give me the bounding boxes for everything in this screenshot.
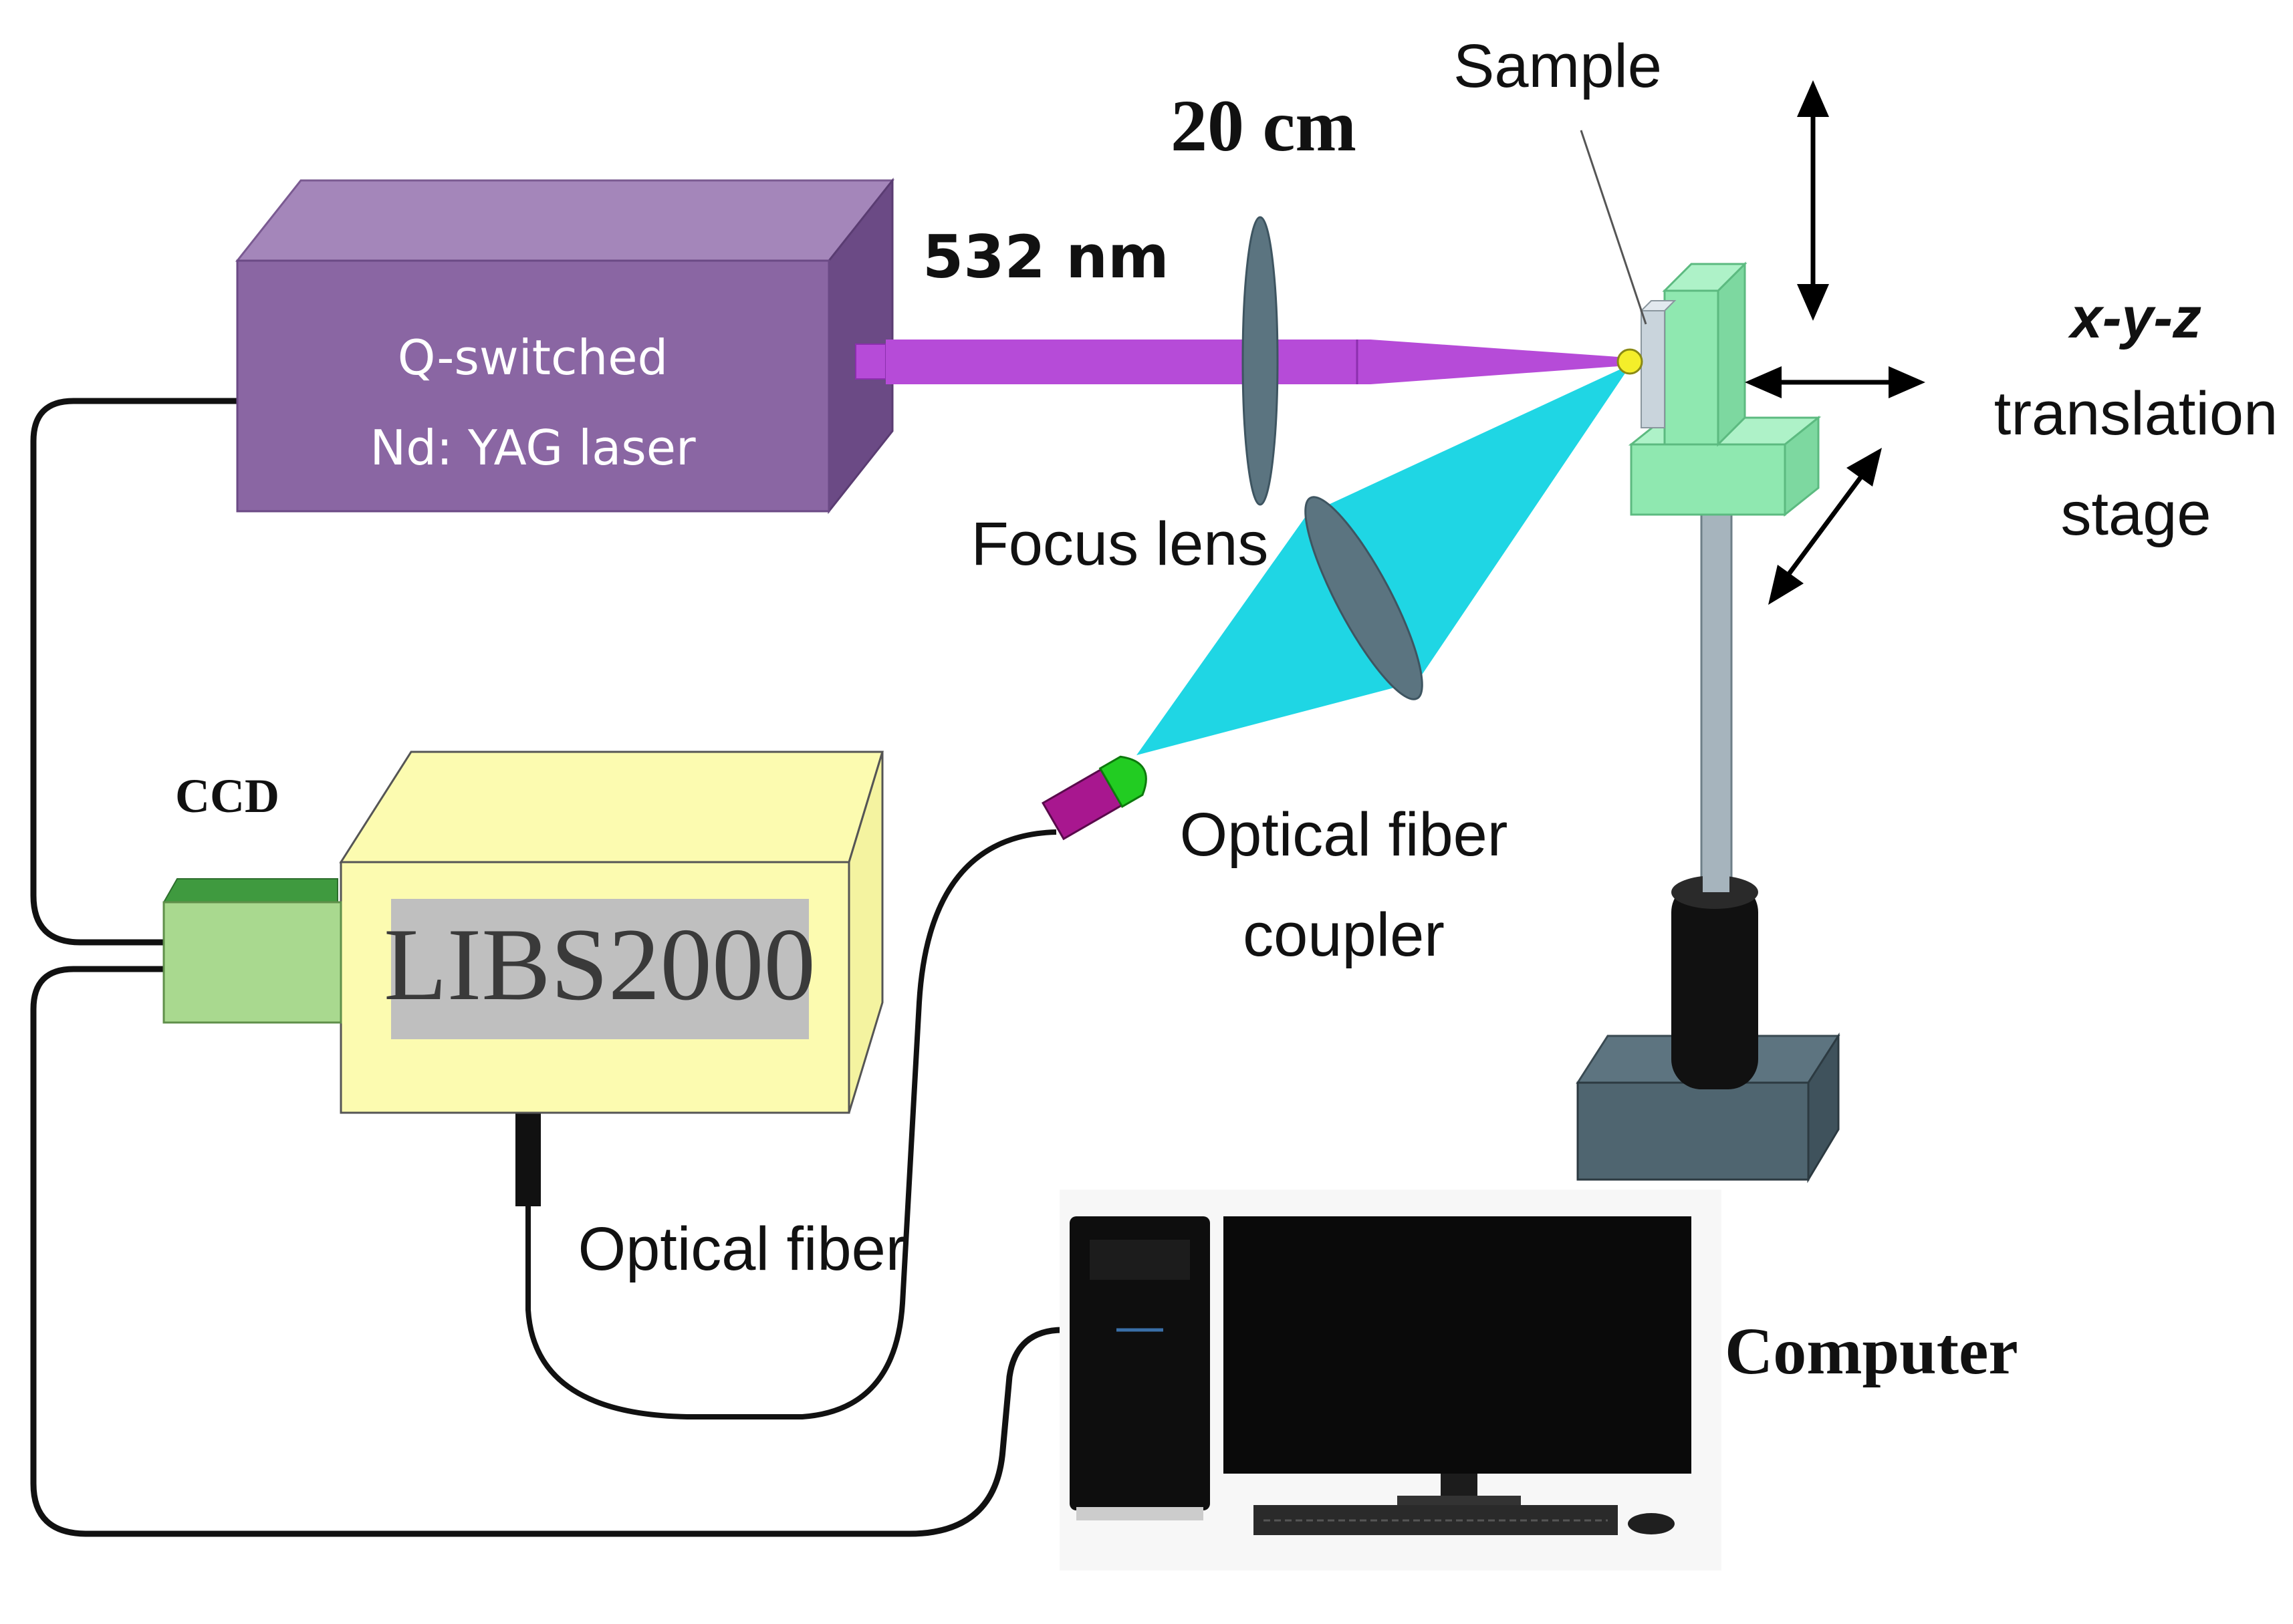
sample-label: Sample bbox=[1453, 32, 1662, 100]
stage-upright-side bbox=[1717, 261, 1746, 447]
nd-yag-laser: Q-switched Nd: YAG laser bbox=[235, 177, 895, 515]
stage-post bbox=[1700, 503, 1733, 920]
mouse bbox=[1628, 1513, 1675, 1534]
computer-label: Computer bbox=[1725, 1314, 2018, 1388]
distance-label: 20 cm bbox=[1171, 85, 1356, 166]
computer-tower bbox=[1070, 1216, 1210, 1510]
tower-drive-bay bbox=[1090, 1240, 1190, 1280]
stage-label-line3: stage bbox=[2060, 480, 2211, 548]
laser-ccd-cable bbox=[30, 398, 237, 946]
focus-lens bbox=[1241, 216, 1279, 506]
spectrometer-top bbox=[339, 751, 884, 863]
coupler-label-line1: Optical fiber bbox=[1180, 801, 1508, 869]
laser-label-line1: Q-switched bbox=[398, 329, 669, 386]
coupler-label-line2: coupler bbox=[1243, 901, 1445, 969]
libs2000-spectrometer: LIBS2000 bbox=[339, 751, 884, 1114]
collection-lens bbox=[1304, 496, 1423, 700]
stage-base-front bbox=[1576, 1081, 1810, 1181]
sample bbox=[1639, 300, 1677, 428]
sample-leader-line bbox=[1580, 130, 1647, 325]
monitor-screen bbox=[1223, 1216, 1691, 1474]
plasma-spot bbox=[1616, 348, 1643, 375]
ccd-detector: CCD bbox=[162, 769, 342, 1024]
stage-upright-front bbox=[1663, 289, 1719, 446]
laser-aperture bbox=[855, 344, 886, 380]
spectrometer-label-bg bbox=[391, 899, 809, 1039]
wavelength-label: 532 nm bbox=[923, 223, 1169, 291]
coupling-cone bbox=[1136, 515, 1417, 755]
spectrometer-label: LIBS2000 bbox=[384, 907, 816, 1022]
coupler-tip bbox=[1098, 755, 1147, 808]
focus-lens-label: Focus lens bbox=[971, 510, 1269, 578]
fiber-connector bbox=[515, 1113, 541, 1206]
laser-top-face bbox=[235, 179, 895, 262]
horizontal-arrow-icon bbox=[1745, 366, 1925, 398]
stage-collar bbox=[1671, 882, 1758, 1089]
ccd-computer-cable bbox=[30, 966, 1064, 1537]
stage-label-line2: translation bbox=[1994, 380, 2278, 448]
ccd-label: CCD bbox=[175, 769, 279, 823]
translation-stage bbox=[1576, 261, 1840, 1184]
optical-fiber-coupler bbox=[1041, 755, 1147, 841]
monitor-neck bbox=[1441, 1474, 1477, 1497]
vertical-arrow-icon bbox=[1797, 80, 1829, 321]
diagonal-arrow-icon bbox=[1768, 448, 1882, 605]
laser-label-line2: Nd: YAG laser bbox=[370, 420, 696, 476]
computer: Computer bbox=[1060, 1190, 2018, 1571]
stage-post-inner bbox=[1703, 862, 1729, 892]
stage-label-line1: x-y-z bbox=[2068, 286, 2201, 350]
optical-fiber-label: Optical fiber bbox=[578, 1215, 907, 1283]
monitor-foot bbox=[1397, 1496, 1521, 1505]
ccd-front bbox=[162, 901, 342, 1024]
stage-bracket-front bbox=[1630, 443, 1786, 516]
optical-fiber-cable bbox=[525, 829, 1057, 1419]
tower-base bbox=[1076, 1507, 1203, 1520]
sample-front bbox=[1641, 310, 1665, 428]
ccd-top bbox=[162, 878, 338, 903]
laser-front-face bbox=[236, 259, 830, 513]
